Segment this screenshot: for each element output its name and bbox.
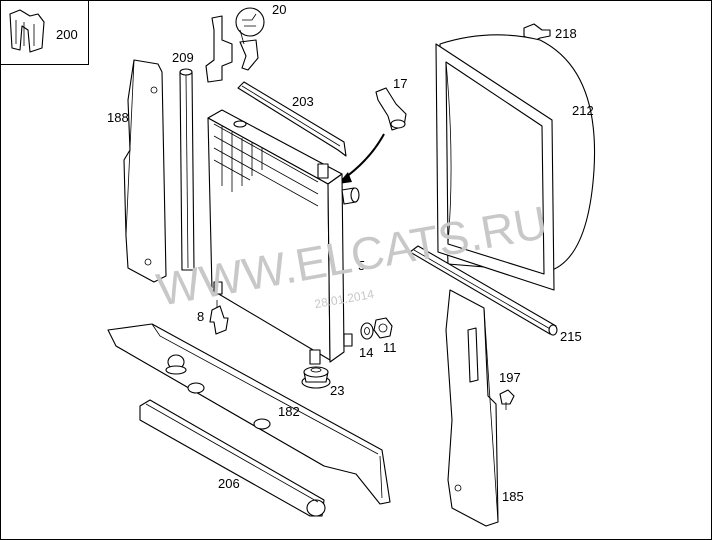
bracket-20-icon — [205, 7, 265, 83]
label-182: 182 — [278, 404, 300, 419]
mount-23-icon — [301, 366, 331, 389]
drain-plug-8-icon — [209, 300, 229, 335]
label-215: 215 — [560, 329, 582, 344]
label-203: 203 — [292, 94, 314, 109]
washer-14-icon — [360, 322, 374, 340]
label-209: 209 — [172, 50, 194, 65]
inset-box-200: 200 — [0, 0, 89, 65]
clip-197-icon — [499, 389, 515, 410]
label-5: 5 — [358, 258, 365, 273]
seal-215-icon — [409, 245, 558, 336]
label-200: 200 — [56, 27, 78, 42]
label-197: 197 — [499, 370, 521, 385]
crossmember-182-icon — [107, 323, 391, 505]
label-20: 20 — [272, 2, 286, 17]
label-185: 185 — [502, 489, 524, 504]
panel-185-icon — [445, 289, 499, 527]
label-23: 23 — [330, 383, 344, 398]
label-206: 206 — [218, 476, 240, 491]
seal-203-icon — [237, 81, 347, 157]
clip-200-icon — [9, 9, 45, 53]
label-212: 212 — [572, 103, 594, 118]
shroud-212-icon — [435, 34, 596, 291]
strip-206-icon — [139, 399, 326, 517]
label-17: 17 — [393, 76, 407, 91]
label-218: 218 — [555, 26, 577, 41]
strip-209-icon — [179, 68, 195, 271]
label-14: 14 — [359, 345, 373, 360]
panel-188-icon — [123, 59, 167, 283]
radiator-5-icon — [207, 109, 360, 365]
label-8: 8 — [197, 309, 204, 324]
fitting-17-icon — [338, 87, 407, 184]
nut-11-icon — [373, 317, 393, 339]
label-188: 188 — [107, 110, 129, 125]
label-11: 11 — [383, 340, 397, 355]
